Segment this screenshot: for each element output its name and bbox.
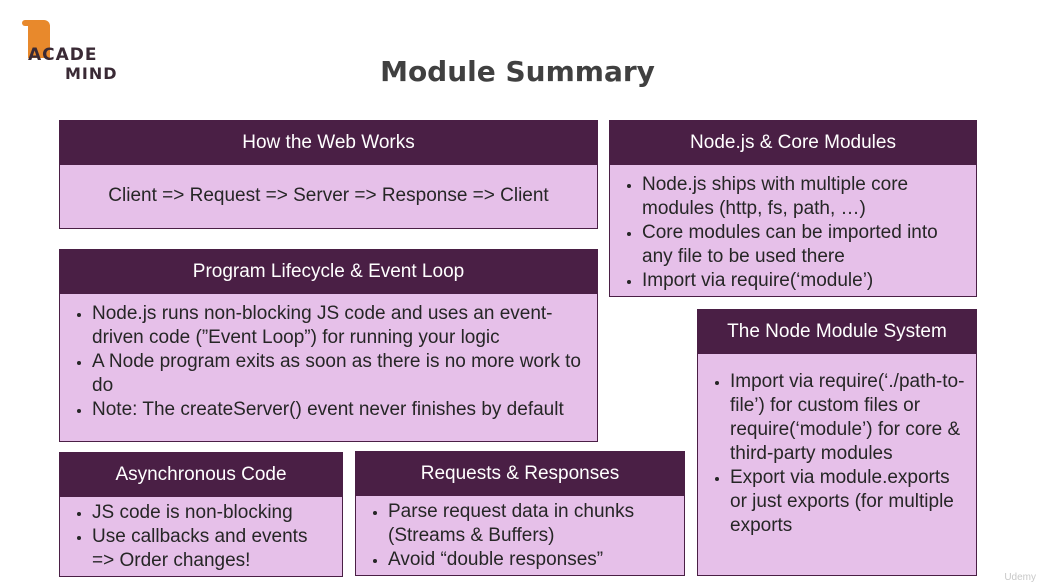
slide-title: Module Summary bbox=[380, 55, 655, 88]
logo-line-1: ACADE bbox=[28, 45, 98, 65]
list-item: Avoid “double responses” bbox=[388, 548, 676, 572]
card-title: Program Lifecycle & Event Loop bbox=[60, 250, 597, 294]
watermark: Udemy bbox=[1004, 572, 1036, 583]
list-item: A Node program exits as soon as there is… bbox=[92, 350, 589, 398]
list-item: Import via require(‘module’) bbox=[642, 269, 968, 293]
card-title: How the Web Works bbox=[60, 121, 597, 165]
card-requests-responses: Requests & Responses Parse request data … bbox=[355, 451, 685, 576]
academind-logo: ACADE MIND bbox=[16, 20, 126, 84]
card-core-modules: Node.js & Core Modules Node.js ships wit… bbox=[609, 120, 977, 297]
list-item: Core modules can be imported into any fi… bbox=[642, 221, 968, 269]
card-text: Client => Request => Server => Response … bbox=[108, 185, 549, 206]
list-item: Node.js ships with multiple core modules… bbox=[642, 173, 968, 221]
logo-flag-icon bbox=[22, 20, 50, 58]
card-title: Requests & Responses bbox=[356, 452, 684, 496]
list-item: Export via module.exports or just export… bbox=[730, 466, 968, 538]
card-program-lifecycle: Program Lifecycle & Event Loop Node.js r… bbox=[59, 249, 598, 442]
card-how-web-works: How the Web Works Client => Request => S… bbox=[59, 120, 598, 229]
card-title: The Node Module System bbox=[698, 310, 976, 354]
list-item: Note: The createServer() event never fin… bbox=[92, 398, 589, 422]
card-title: Asynchronous Code bbox=[60, 453, 342, 497]
card-asynchronous-code: Asynchronous Code JS code is non-blockin… bbox=[59, 452, 343, 577]
list-item: Parse request data in chunks (Streams & … bbox=[388, 500, 676, 548]
list-item: JS code is non-blocking bbox=[92, 501, 334, 525]
list-item: Import via require(‘./path-to-file’) for… bbox=[730, 370, 968, 466]
card-node-module-system: The Node Module System Import via requir… bbox=[697, 309, 977, 576]
list-item: Use callbacks and events => Order change… bbox=[92, 525, 334, 573]
logo-line-2: MIND bbox=[65, 64, 118, 83]
card-title: Node.js & Core Modules bbox=[610, 121, 976, 165]
list-item: Node.js runs non-blocking JS code and us… bbox=[92, 302, 589, 350]
